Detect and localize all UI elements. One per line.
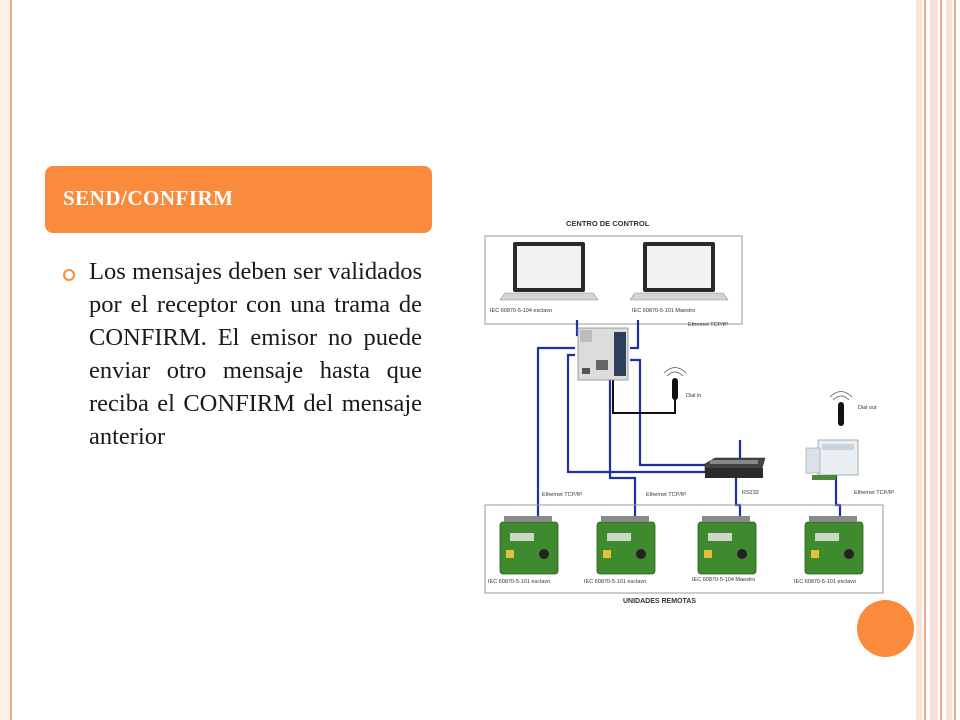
- label-rs232: RS232: [742, 490, 759, 496]
- laptop-2-label: IEC 60870-5-101 Maestro: [632, 308, 695, 314]
- bullet-ring-icon: [63, 269, 75, 281]
- label-ethernet-left: Ethernet TCP/IP: [542, 492, 582, 498]
- label-dial-in: Dial in: [686, 393, 701, 399]
- decorative-circle: [857, 600, 914, 657]
- slide-title: SEND/CONFIRM: [45, 166, 432, 233]
- rtu-2-label: IEC 60870-5-101 esclavo: [584, 579, 646, 585]
- dial-in-link: [612, 376, 676, 414]
- dial-out-antenna-icon: [829, 391, 853, 426]
- rtu-1-icon: [499, 516, 559, 575]
- rtu-1-label: IEC 60870-5-101 esclavo: [488, 579, 550, 585]
- modem-device-icon: [805, 439, 859, 480]
- rs232-converter-icon: [704, 457, 766, 478]
- right-frame-stripes: [916, 0, 960, 720]
- label-ethernet-mid: Ethernet TCP/IP: [646, 492, 686, 498]
- laptop-1-label: IEC 60870-5-104 esclavo: [490, 308, 552, 314]
- rtu-4-label: IEC 60870-5-101 esclavo: [794, 579, 856, 585]
- control-center-box: [484, 235, 743, 325]
- rtu-3-label: IEC 60870-5-104 Maestro: [692, 577, 755, 583]
- label-ethernet-top: Ethernet TCP/IP: [688, 322, 728, 328]
- label-ethernet-right: Ethernet TCP/IP: [854, 490, 894, 496]
- network-diagram: CENTRO DE CONTROL IEC 60870-5-104 esclav…: [484, 219, 894, 605]
- left-frame-border: [0, 0, 12, 720]
- remote-units-box: [484, 504, 884, 594]
- router-device-icon: [577, 327, 629, 381]
- bullet-text: Los mensajes deben ser validados por el …: [89, 258, 422, 450]
- laptop-1-icon: [499, 242, 599, 301]
- laptop-2-icon: [629, 242, 729, 301]
- rtu-4-icon: [804, 516, 864, 575]
- dial-in-antenna-icon: [663, 367, 687, 400]
- label-dial-out: Dial out: [858, 405, 877, 411]
- diagram-bottom-title: UNIDADES REMOTAS: [623, 598, 696, 605]
- rtu-3-icon: [697, 516, 757, 575]
- diagram-top-title: CENTRO DE CONTROL: [566, 219, 650, 228]
- rtu-2-icon: [596, 516, 656, 575]
